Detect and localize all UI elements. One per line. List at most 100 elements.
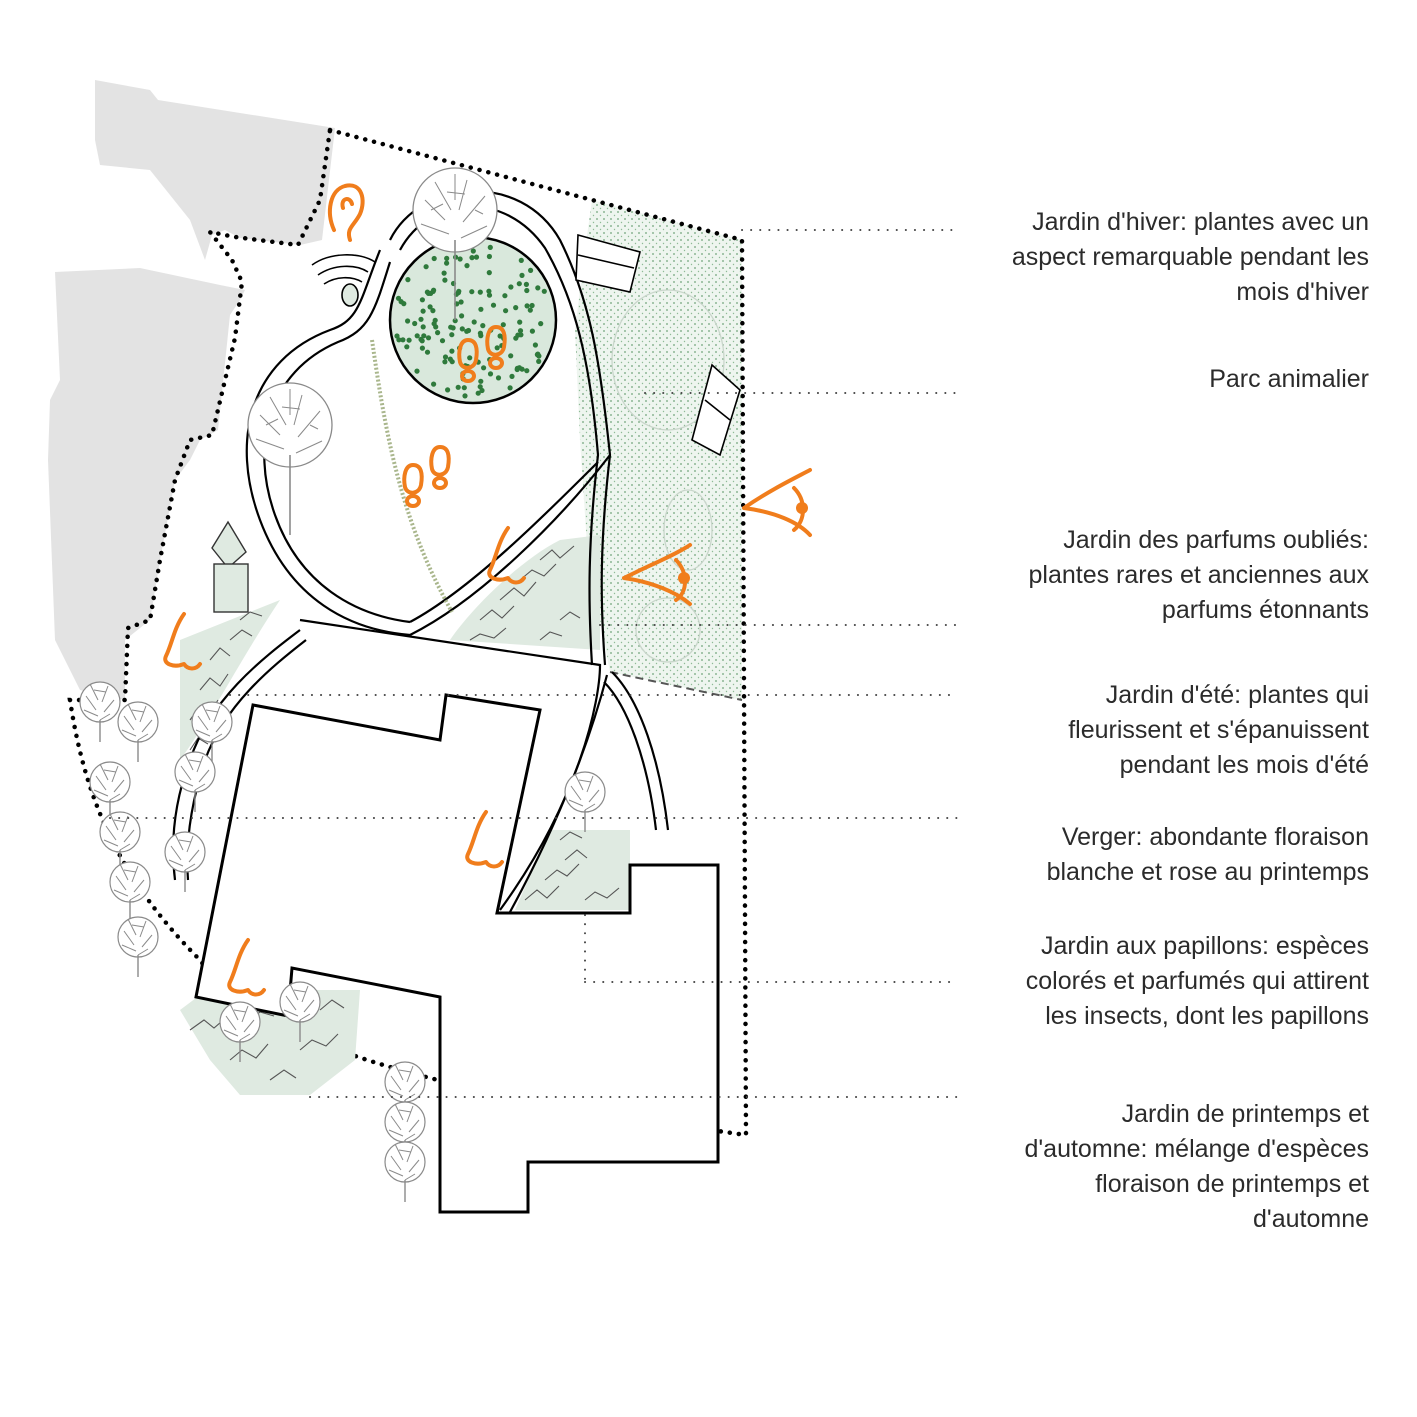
legend-animal-park: Parc animalier [1209,365,1369,393]
planting-dot [500,322,506,328]
animal-park-area [575,200,743,701]
planting-dot [444,255,450,261]
planting-dot [435,330,441,336]
planting-dot [494,345,500,351]
planting-dot [517,319,523,325]
planting-dot [507,385,513,391]
planting-dot [444,260,450,266]
planting-dot [405,277,411,283]
planting-dot [480,323,486,329]
planting-dot [427,304,433,310]
eye-icon [742,468,812,537]
leader-lines [109,229,959,1098]
planting-dot [464,328,470,334]
planting-dot [457,256,463,262]
footprints-icon [402,445,451,508]
planting-dot [486,288,492,294]
planting-dot [458,299,464,305]
planting-dot [508,353,514,359]
planting-dot [423,264,429,270]
planting-dot [495,375,502,381]
planting-dot [469,289,475,295]
planting-dot [473,254,480,260]
planting-dot [431,381,437,387]
planting-dot [529,302,535,309]
planting-dot [419,297,425,303]
planting-dot [419,338,425,344]
planting-dot [515,332,521,338]
planting-dot [414,368,420,374]
planting-dot [425,335,432,341]
planting-dot [459,313,465,319]
planting-dot [404,344,410,350]
planting-dot [395,295,402,301]
legend-forgotten-scents: Jardin des parfums oubliés: plantes rare… [1028,526,1370,624]
planting-dot [527,307,533,313]
planting-dot [467,355,473,361]
planting-dot [503,308,509,314]
planting-dot [449,332,455,338]
property-boundary [67,127,749,1138]
planting-dot [502,293,508,299]
planting-dot [412,320,418,327]
planting-dot [487,244,493,250]
planting-dot [477,289,483,295]
legend-summer-garden: Jardin d'été: plantes qui fleurissent et… [1068,681,1369,779]
planting-dot [447,356,453,362]
planting-dot [529,328,536,334]
planting-dot [442,354,449,360]
planting-dot [420,324,426,330]
ear-icon [328,183,365,242]
planting-dot [394,333,400,339]
planting-dot [475,390,481,396]
planting-dot [470,248,476,254]
planting-dot [456,288,462,294]
planting-dot [518,257,524,263]
planting-dot [445,387,451,393]
planting-dot [414,333,420,339]
planting-dot [478,378,484,384]
planting-dot [462,393,468,399]
planting-dot [420,308,426,314]
planting-dot [439,338,446,344]
planting-dot [486,270,492,276]
planting-dot [524,287,530,294]
planting-dot [513,305,519,311]
planting-dot [524,368,530,374]
green-trail [370,339,454,613]
planting-dot [481,365,487,371]
planting-dot [535,285,541,291]
planting-dot [528,267,534,273]
legend-orchard: Verger: abondante floraison blanche et r… [1046,823,1369,886]
planting-dot [524,303,530,309]
planting-dot [450,325,456,331]
planting-dot [486,292,493,298]
planting-dot [442,359,448,365]
planting-dot [477,330,483,336]
planting-dot [430,288,436,294]
legend-winter-garden: Jardin d'hiver: plantes avec un aspect r… [1011,208,1369,306]
planting-dot [430,308,436,314]
planting-dot [421,333,427,339]
planting-dot [449,348,455,354]
eye-icon [622,543,692,606]
planting-dot [424,349,431,355]
planting-dot [477,384,483,390]
planting-dot [519,272,525,278]
planting-dot [538,321,544,327]
legend-spring-autumn-garden: Jardin de printemps et d'automne: mélang… [1024,1100,1370,1233]
gazebo [211,520,249,613]
planting-dot [517,328,524,334]
legend-butterfly-garden: Jardin aux papillons: espèces colorés et… [1025,932,1369,1030]
planting-dot [400,337,406,343]
planting-dot [514,365,521,371]
planting-dot [431,321,437,327]
planting-dot [541,288,547,294]
planting-dot [490,302,497,308]
planting-dot [406,337,412,343]
planting-dot [523,281,530,287]
planting-dot [461,385,467,391]
planting-dot [508,284,514,290]
planting-dot [536,358,542,364]
